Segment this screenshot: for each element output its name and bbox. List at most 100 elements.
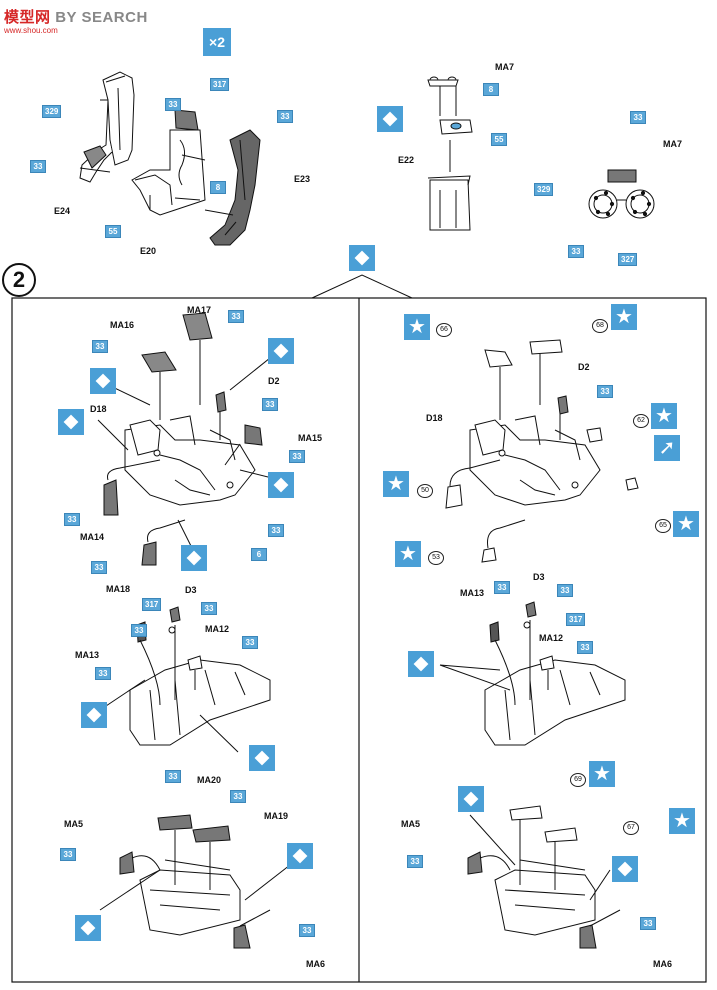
part-label-ma6-right: MA6 bbox=[653, 959, 673, 969]
paint-chip: 33 bbox=[228, 310, 244, 323]
diamond-mark-icon bbox=[249, 745, 275, 771]
paint-chip: 33 bbox=[597, 385, 613, 398]
diamond-mark-icon bbox=[268, 338, 294, 364]
paint-chip: 33 bbox=[242, 636, 258, 649]
paint-chip: 33 bbox=[407, 855, 423, 868]
step-number-badge: 2 bbox=[2, 263, 36, 297]
paint-chip: 33 bbox=[60, 848, 76, 861]
watermark-brand-cn: 模型网 bbox=[4, 9, 51, 26]
star-mark-icon: ★ bbox=[673, 511, 699, 537]
star-mark-icon: ★ bbox=[404, 314, 430, 340]
right-instrument-deck bbox=[467, 805, 621, 949]
paint-chip: 33 bbox=[91, 561, 107, 574]
paint-chip: 327 bbox=[618, 253, 638, 266]
part-label-d2-right: D2 bbox=[578, 362, 590, 372]
part-label-ma5: MA5 bbox=[64, 819, 84, 829]
paint-chip: 329 bbox=[534, 183, 554, 196]
part-label-ma20: MA20 bbox=[197, 775, 222, 785]
paint-chip: 33 bbox=[95, 667, 111, 680]
paint-chip: 317 bbox=[210, 78, 230, 91]
star-mark-icon: ★ bbox=[395, 541, 421, 567]
paint-chip: 33 bbox=[494, 581, 510, 594]
paint-chip: 317 bbox=[142, 598, 162, 611]
right-seat-assembly bbox=[445, 339, 639, 563]
part-label-ma13-right: MA13 bbox=[460, 588, 485, 598]
paint-chip: 33 bbox=[640, 917, 656, 930]
decal-number: 50 bbox=[417, 484, 433, 498]
paint-chip: 8 bbox=[210, 181, 226, 194]
part-label-ma12: MA12 bbox=[205, 624, 230, 634]
part-label-ma5-right: MA5 bbox=[401, 819, 421, 829]
paint-chip: 33 bbox=[262, 398, 278, 411]
paint-chip: 33 bbox=[557, 584, 573, 597]
paint-chip: 6 bbox=[251, 548, 267, 561]
watermark-url: www.shou.com bbox=[4, 26, 58, 35]
decal-number: 53 bbox=[428, 551, 444, 565]
seat-bucket-e20 bbox=[131, 109, 206, 216]
seat-back-part bbox=[102, 71, 135, 166]
paint-chip: 33 bbox=[277, 110, 293, 123]
part-label-d18-right: D18 bbox=[426, 413, 443, 423]
part-label-d2: D2 bbox=[268, 376, 280, 386]
part-label-ma18: MA18 bbox=[106, 584, 131, 594]
diamond-mark-icon bbox=[181, 545, 207, 571]
diamond-mark-icon bbox=[268, 472, 294, 498]
part-label-e23: E23 bbox=[294, 174, 311, 184]
part-label-ma15: MA15 bbox=[298, 433, 323, 443]
paint-chip: 33 bbox=[268, 524, 284, 537]
paint-chip: 329 bbox=[42, 105, 62, 118]
star-mark-icon: ★ bbox=[383, 471, 409, 497]
paint-chip: 33 bbox=[165, 98, 181, 111]
left-cockpit-sill bbox=[99, 606, 271, 753]
bracket-e22 bbox=[427, 76, 473, 231]
paint-chip: 317 bbox=[566, 613, 586, 626]
part-label-ma7-right: MA7 bbox=[663, 139, 683, 149]
decal-number: 67 bbox=[623, 821, 639, 835]
decal-number: 65 bbox=[655, 519, 671, 533]
diamond-mark-icon bbox=[612, 856, 638, 882]
part-label-ma14: MA14 bbox=[80, 532, 105, 542]
paint-chip: 33 bbox=[630, 111, 646, 124]
paint-chip: 33 bbox=[131, 624, 147, 637]
paint-chip: 33 bbox=[230, 790, 246, 803]
watermark: 模型网 BY SEARCH www.shou.com bbox=[4, 6, 148, 35]
paint-chip: 33 bbox=[201, 602, 217, 615]
arrow-mark-icon: ➚ bbox=[654, 435, 680, 461]
paint-chip: 55 bbox=[105, 225, 121, 238]
paint-chip: 33 bbox=[568, 245, 584, 258]
part-label-ma7-top: MA7 bbox=[495, 62, 515, 72]
part-label-e24: E24 bbox=[54, 206, 71, 216]
diamond-mark-icon bbox=[75, 915, 101, 941]
diamond-mark-icon bbox=[458, 786, 484, 812]
star-mark-icon: ★ bbox=[611, 304, 637, 330]
part-label-d18: D18 bbox=[90, 404, 107, 414]
paint-chip: 33 bbox=[289, 450, 305, 463]
paint-chip: 8 bbox=[483, 83, 499, 96]
decal-number: 69 bbox=[570, 773, 586, 787]
part-label-e20: E20 bbox=[140, 246, 157, 256]
star-mark-icon: ★ bbox=[589, 761, 615, 787]
star-mark-icon: ★ bbox=[669, 808, 695, 834]
part-label-d3: D3 bbox=[185, 585, 197, 595]
left-seat-assembly bbox=[97, 312, 281, 566]
star-mark-icon: ★ bbox=[651, 403, 677, 429]
watermark-brand: SEARCH bbox=[81, 9, 148, 26]
part-label-ma13: MA13 bbox=[75, 650, 100, 660]
seat-side-part-e24 bbox=[79, 99, 113, 183]
part-label-ma19: MA19 bbox=[264, 811, 289, 821]
decal-number: 66 bbox=[436, 323, 452, 337]
diamond-mark-icon bbox=[377, 106, 403, 132]
decal-number: 62 bbox=[633, 414, 649, 428]
decal-number: 68 bbox=[592, 319, 608, 333]
connector-bracket bbox=[311, 274, 413, 299]
seat-frame-e23 bbox=[209, 129, 261, 246]
part-label-e22: E22 bbox=[398, 155, 415, 165]
part-label-ma12-right: MA12 bbox=[539, 633, 564, 643]
paint-chip: 33 bbox=[30, 160, 46, 173]
paint-chip: 33 bbox=[165, 770, 181, 783]
left-instrument-deck bbox=[99, 814, 291, 949]
part-label-ma16: MA16 bbox=[110, 320, 135, 330]
right-cockpit-sill bbox=[439, 601, 626, 746]
